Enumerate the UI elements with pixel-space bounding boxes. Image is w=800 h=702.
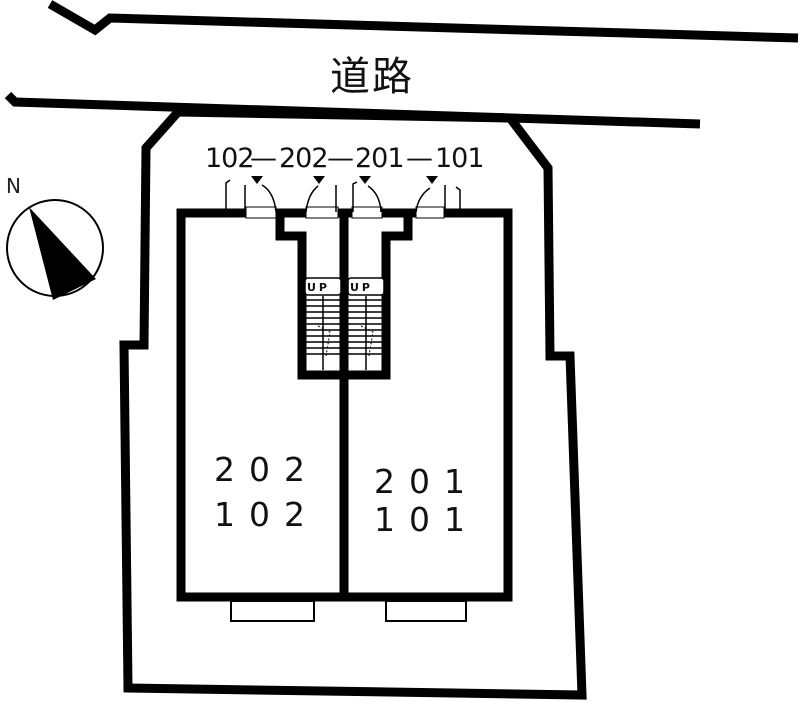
stair-up-label-right: UP [350, 281, 373, 294]
door-swings [225, 179, 461, 213]
site-boundary [119, 107, 587, 700]
entrance-label-202: 202 [279, 143, 329, 174]
door-opening-101 [415, 206, 445, 219]
door-opening-102 [245, 206, 277, 219]
entrance-separator: — [327, 143, 354, 174]
entrance-label-101: 101 [435, 143, 485, 174]
door-direction-markers [251, 176, 438, 184]
balcony-right [385, 600, 467, 622]
entrance-label-102: 102 [205, 143, 255, 174]
north-label: N [6, 174, 21, 198]
stair-arrows [317, 325, 374, 357]
entrance-separator: — [250, 143, 277, 174]
stair-treads [304, 277, 385, 370]
door-opening-201 [351, 206, 383, 219]
balcony-left [230, 600, 315, 622]
unit-label-101: 101 [374, 500, 479, 539]
entrance-separator: — [406, 143, 433, 174]
door-opening-202 [305, 206, 339, 219]
north-arrow-icon [6, 199, 104, 300]
unit-label-102: 102 [214, 495, 319, 534]
unit-label-201: 201 [374, 462, 479, 501]
road-edge-north [47, 0, 799, 43]
unit-label-202: 202 [214, 450, 319, 489]
stair-core-wall [275, 213, 413, 380]
road-label: 道路 [330, 54, 414, 100]
stair-up-label-left: UP [307, 281, 330, 294]
entrance-label-201: 201 [355, 143, 405, 174]
